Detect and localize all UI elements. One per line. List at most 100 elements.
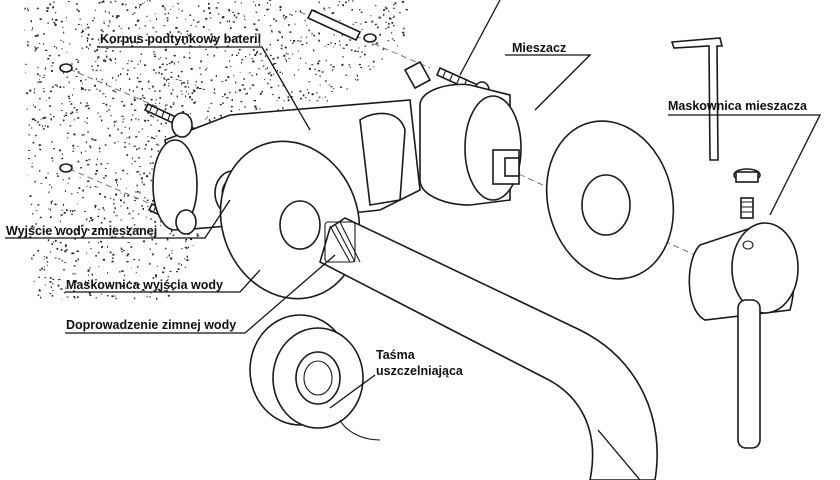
wall-speckle <box>41 125 44 127</box>
wall-speckle <box>110 228 112 230</box>
wall-speckle <box>186 255 188 258</box>
wall-speckle <box>404 93 407 96</box>
wall-speckle <box>272 93 274 96</box>
wall-speckle <box>340 95 342 97</box>
wall-speckle <box>87 33 90 36</box>
wall-speckle <box>23 280 24 282</box>
wall-speckle <box>9 164 10 166</box>
wall-speckle <box>225 253 227 255</box>
wall-speckle <box>71 164 73 166</box>
wall-speckle <box>213 54 215 57</box>
wall-speckle <box>316 92 318 94</box>
wall-speckle <box>17 33 19 35</box>
wall-speckle <box>123 201 125 204</box>
wall-speckle <box>292 53 294 55</box>
wall-speckle <box>374 5 377 7</box>
wall-speckle <box>345 284 347 287</box>
wall-speckle <box>89 294 92 296</box>
wall-speckle <box>56 204 58 206</box>
wall-speckle <box>87 228 90 231</box>
wall-speckle <box>239 71 241 73</box>
wall-speckle <box>318 70 321 72</box>
wall-speckle <box>80 31 83 33</box>
wall-speckle <box>135 136 138 138</box>
wall-speckle <box>237 12 240 15</box>
wall-speckle <box>385 227 387 229</box>
wall-speckle <box>267 82 269 85</box>
leader-lines <box>5 0 822 480</box>
wall-speckle <box>75 28 77 30</box>
wall-speckle <box>371 20 374 22</box>
wall-speckle <box>271 305 272 306</box>
wall-speckle <box>264 55 267 57</box>
wall-speckle <box>38 276 40 278</box>
wall-speckle <box>63 302 64 303</box>
wall-speckle <box>261 90 263 93</box>
wall-speckle <box>27 41 28 43</box>
wall-speckle <box>60 288 63 290</box>
wall-speckle <box>20 212 21 213</box>
wall-speckle <box>10 219 12 221</box>
wall-speckle <box>93 84 96 87</box>
wall-speckle <box>74 234 77 236</box>
wall-speckle <box>121 270 124 272</box>
wall-speckle <box>131 60 133 62</box>
wall-speckle <box>1 92 3 94</box>
wall-speckle <box>310 300 312 302</box>
wall-speckle <box>65 244 67 247</box>
wall-speckle <box>136 148 138 150</box>
wall-speckle <box>99 193 102 195</box>
hex-key-tool <box>670 37 724 161</box>
wall-speckle <box>82 196 84 199</box>
wall-speckle <box>73 265 76 267</box>
wall-speckle <box>59 149 61 152</box>
wall-speckle <box>283 54 286 57</box>
wall-speckle <box>146 295 148 298</box>
wall-speckle <box>38 43 41 44</box>
wall-speckle <box>362 215 365 217</box>
wall-speckle <box>67 132 69 134</box>
wall-speckle <box>181 10 183 12</box>
wall-speckle <box>350 97 353 99</box>
wall-speckle <box>136 41 139 44</box>
wall-speckle <box>219 103 222 106</box>
wall-speckle <box>189 305 191 306</box>
wall-speckle <box>406 63 408 65</box>
wall-speckle <box>375 80 378 82</box>
wall-speckle <box>95 255 98 257</box>
wall-speckle <box>287 53 289 55</box>
wall-speckle <box>374 23 377 26</box>
wall-speckle <box>12 211 13 212</box>
wall-speckle <box>150 98 153 101</box>
wall-speckle <box>204 69 207 71</box>
wall-speckle <box>259 43 261 45</box>
wall-speckle <box>305 62 307 64</box>
wall-speckle <box>149 162 152 164</box>
wall-speckle <box>43 91 45 93</box>
wall-speckle <box>172 89 174 91</box>
wall-speckle <box>257 51 258 53</box>
wall-speckle <box>106 48 109 49</box>
wall-speckle <box>105 50 107 52</box>
wall-speckle <box>164 49 167 51</box>
wall-speckle <box>89 267 91 269</box>
wall-speckle <box>77 60 79 62</box>
wall-speckle <box>28 236 31 238</box>
wall-speckle <box>387 40 389 42</box>
wall-speckle <box>288 306 290 307</box>
wall-speckle <box>274 63 277 65</box>
wall-speckle <box>87 107 90 110</box>
wall-speckle <box>167 294 170 297</box>
wall-speckle <box>380 298 382 300</box>
wall-speckle <box>391 22 394 24</box>
wall-speckle <box>7 23 9 25</box>
wall-speckle <box>74 273 77 275</box>
wall-speckle <box>409 236 410 238</box>
wall-speckle <box>7 246 9 248</box>
wall-speckle <box>180 70 183 73</box>
wall-speckle <box>373 60 375 63</box>
wall-speckle <box>121 251 124 253</box>
wall-speckle <box>39 79 40 81</box>
wall-speckle <box>78 232 80 234</box>
wall-speckle <box>379 16 381 19</box>
